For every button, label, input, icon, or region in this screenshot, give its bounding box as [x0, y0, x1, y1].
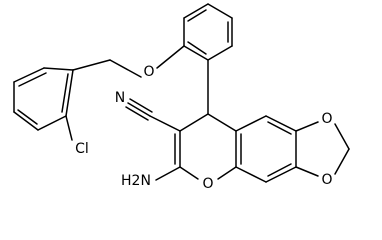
oxygen-ether-label: O: [143, 64, 154, 80]
oxygen-pyran-label: O: [202, 176, 213, 192]
bond-double-inner: [267, 163, 292, 177]
bond: [179, 113, 209, 132]
atom-labels: O Cl N H2N O O O: [75, 64, 332, 192]
bond: [265, 166, 297, 183]
bond: [295, 166, 319, 177]
bond: [265, 115, 297, 132]
bond-triple: [125, 106, 149, 121]
chlorine-label: Cl: [75, 141, 89, 157]
bond: [235, 115, 267, 132]
bond: [156, 45, 185, 69]
bond-double-inner: [17, 109, 38, 125]
bond: [149, 115, 181, 132]
bond: [155, 166, 181, 181]
bond: [295, 121, 319, 132]
bond-double-inner: [18, 72, 47, 87]
oxygen-dioxole-bottom-label: O: [321, 172, 332, 188]
molecule-structure: O Cl N H2N O O O: [13, 3, 350, 192]
bond: [207, 113, 237, 132]
bond: [65, 69, 74, 117]
bond: [183, 3, 209, 19]
bond-double-inner: [187, 9, 207, 22]
bond: [65, 115, 73, 141]
bond: [179, 166, 199, 180]
bond-triple: [127, 102, 151, 117]
bond-double-inner: [267, 121, 292, 135]
bond: [217, 166, 237, 180]
molecule-canvas: O Cl N H2N O O O: [13, 3, 350, 192]
amine-label: H2N: [121, 173, 151, 189]
bond: [207, 3, 233, 19]
bond: [37, 115, 67, 131]
bond-double-inner: [187, 41, 207, 55]
bond: [43, 67, 74, 71]
nitrogen-nitrile-label: N: [115, 90, 125, 106]
bond: [207, 45, 233, 61]
bond: [72, 59, 111, 71]
bond: [235, 166, 267, 183]
bond-triple: [129, 98, 153, 113]
oxygen-dioxole-top-label: O: [321, 111, 332, 127]
bonds: [13, 3, 350, 183]
bond: [13, 111, 39, 131]
bond: [109, 59, 142, 78]
bond: [334, 148, 350, 175]
bond-double-inner: [61, 73, 69, 113]
bond: [334, 123, 350, 150]
bond: [183, 45, 209, 61]
bond: [13, 67, 45, 83]
